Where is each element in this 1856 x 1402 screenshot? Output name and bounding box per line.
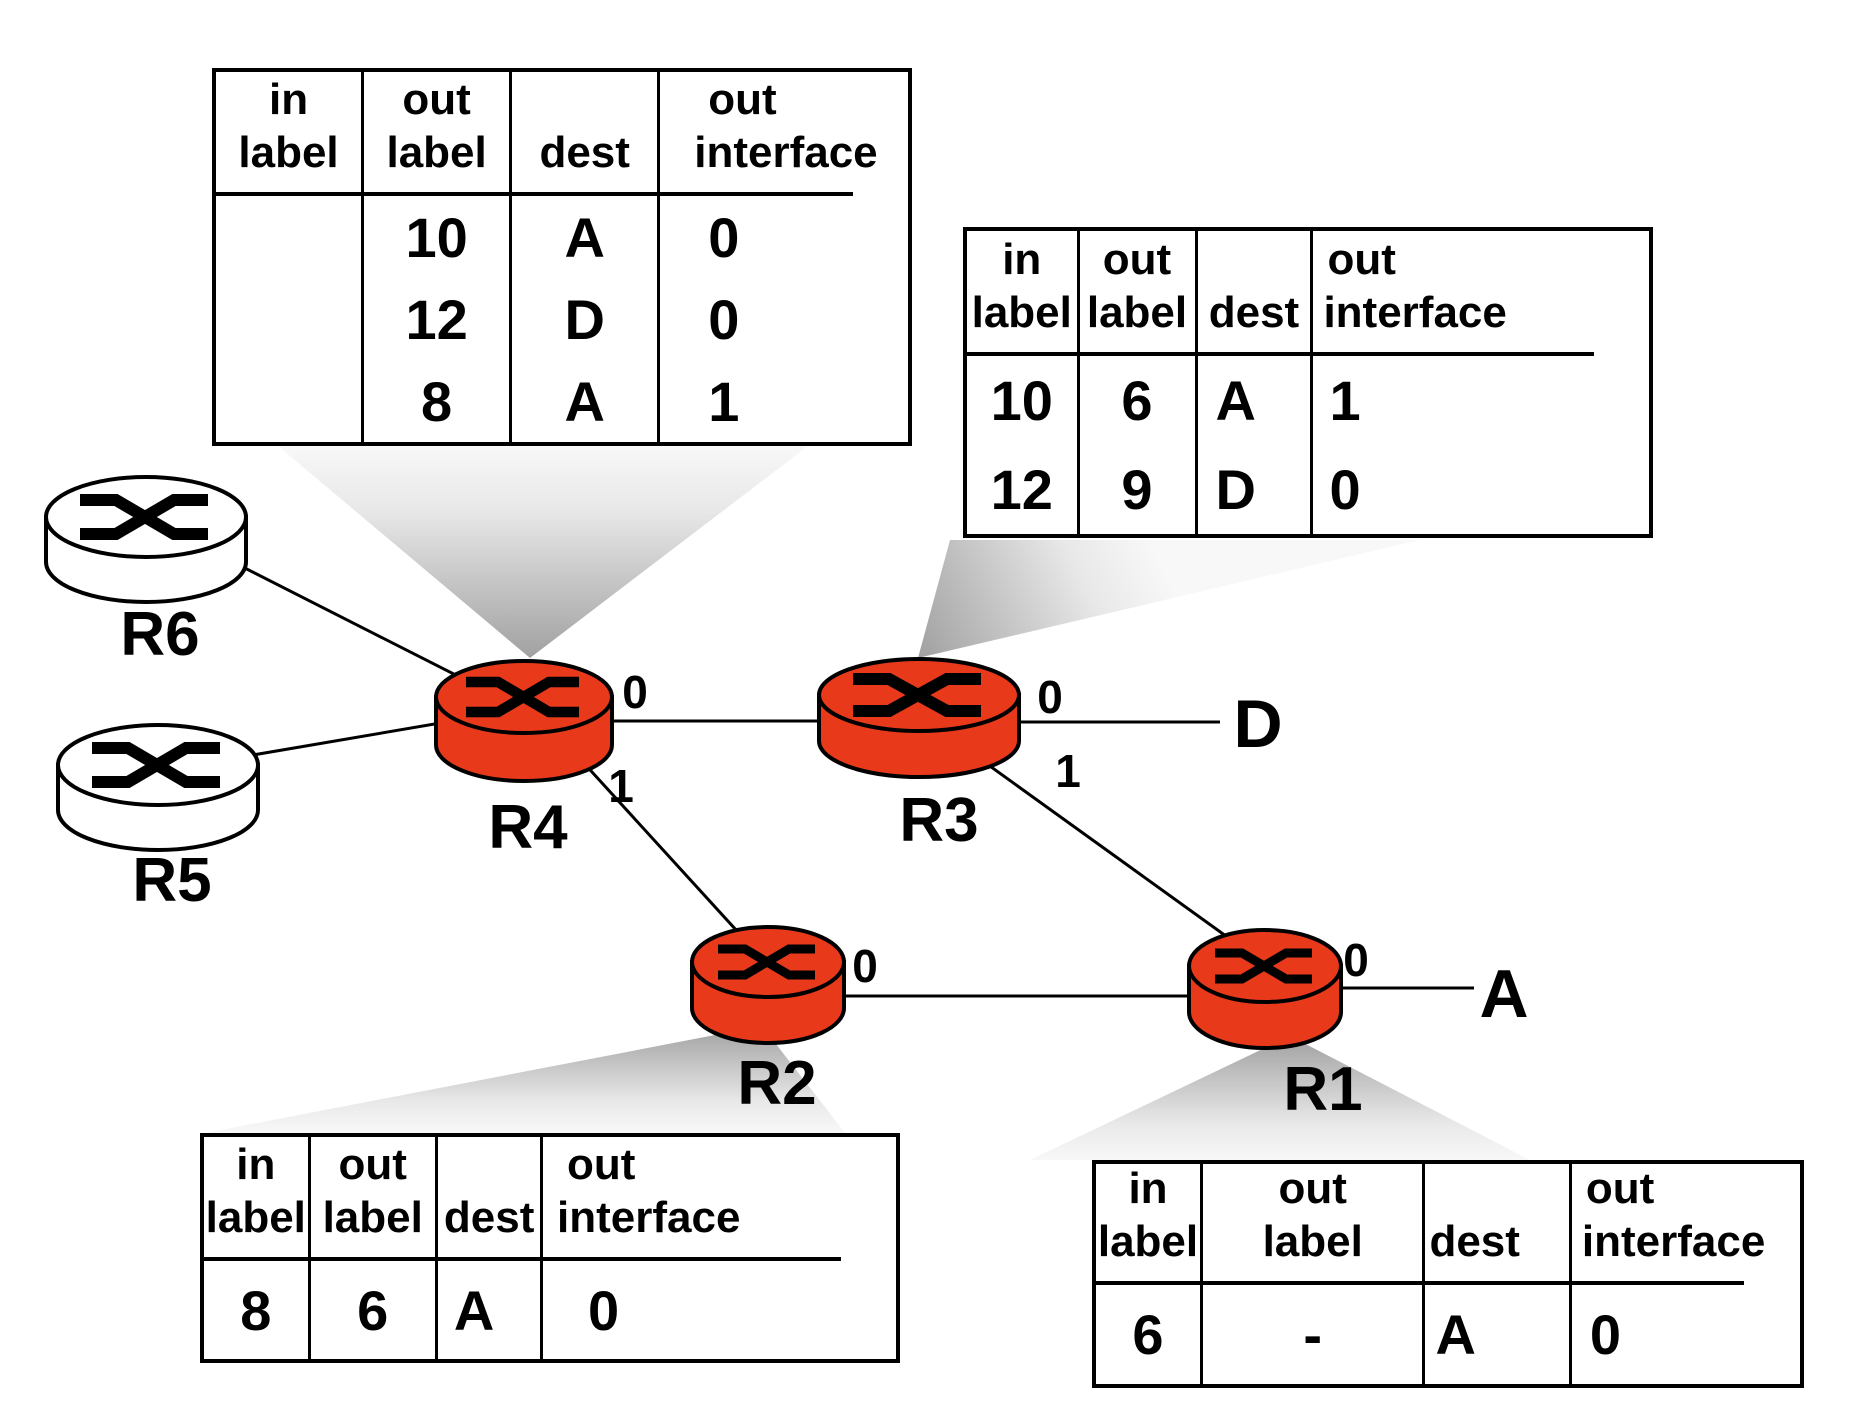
iface-label-r3-1: 1 xyxy=(1055,745,1081,797)
cell-in-label xyxy=(216,278,365,360)
router-label-r6: R6 xyxy=(120,600,200,669)
cell-dest: D xyxy=(512,278,661,360)
header-out-interface: out interface xyxy=(1323,234,1507,338)
table-row: 12 9 D 0 xyxy=(967,445,1649,534)
cell-out-interface: 0 xyxy=(588,1278,620,1342)
header-out-label: out label xyxy=(1080,231,1198,352)
router-r4-icon xyxy=(434,659,614,783)
iface-label-r4-0: 0 xyxy=(622,666,648,718)
cell-in-label: 6 xyxy=(1096,1285,1203,1384)
header-in-label: in label xyxy=(967,231,1080,352)
cell-out-interface: 0 xyxy=(1589,1303,1622,1366)
forwarding-table-r4: in label out label dest out interface 10… xyxy=(212,68,912,446)
iface-label-r4-1: 1 xyxy=(608,760,634,812)
header-in-label: in label xyxy=(216,72,365,192)
forwarding-table-r3: in label out label dest out interface 10… xyxy=(963,227,1653,538)
forwarding-table-r1: in label out label dest out interface 6 … xyxy=(1092,1160,1804,1388)
header-out-label: out label xyxy=(1203,1164,1426,1281)
cell-dest: A xyxy=(1425,1285,1572,1384)
cell-out-label: 12 xyxy=(364,278,513,360)
callout-wedge-r4 xyxy=(278,446,808,658)
cell-in-label xyxy=(216,360,365,442)
cell-in-label: 10 xyxy=(967,356,1080,445)
cell-dest: A xyxy=(512,196,661,278)
cell-in-label: 12 xyxy=(967,445,1080,534)
header-underline xyxy=(967,352,1595,356)
cell-out-interface: 1 xyxy=(1329,369,1361,432)
table-body: 8 6 A 0 xyxy=(204,1261,896,1359)
callout-wedge-r3 xyxy=(918,540,1420,658)
iface-label-r3-0: 0 xyxy=(1037,671,1063,723)
cell-dest: A xyxy=(438,1261,544,1359)
cell-out-interface: 1 xyxy=(708,369,740,433)
header-in-label: in label xyxy=(1096,1164,1203,1281)
header-dest: dest xyxy=(438,1137,544,1257)
table-header-row: in label out label dest out interface xyxy=(1096,1164,1800,1281)
callout-wedge-r2 xyxy=(205,1026,845,1133)
header-out-interface: out interface xyxy=(694,74,878,178)
table-header-row: in label out label dest out interface xyxy=(967,231,1649,352)
cell-dest: A xyxy=(1198,356,1314,445)
iface-label-r1-0: 0 xyxy=(1343,934,1369,986)
cell-out-label: 10 xyxy=(364,196,513,278)
header-underline xyxy=(204,1257,841,1261)
table-header-row: in label out label dest out interface xyxy=(204,1137,896,1257)
router-label-r1: R1 xyxy=(1283,1055,1363,1124)
table-row: 8 6 A 0 xyxy=(204,1261,896,1359)
header-out-label: out label xyxy=(364,72,513,192)
table-body: 10 6 A 1 12 9 D 0 xyxy=(967,356,1649,534)
header-dest: dest xyxy=(512,72,661,192)
router-label-r2: R2 xyxy=(737,1049,817,1118)
table-body: 6 - A 0 xyxy=(1096,1285,1800,1384)
router-label-r4: R4 xyxy=(488,793,568,862)
cell-in-label xyxy=(216,196,365,278)
router-label-r5: R5 xyxy=(132,846,212,915)
cell-out-interface: 0 xyxy=(708,205,740,269)
table-row: 12 D 0 xyxy=(216,278,908,360)
cell-out-label: 8 xyxy=(364,360,513,442)
table-row: 10 A 0 xyxy=(216,196,908,278)
destination-label-a: A xyxy=(1479,956,1529,1032)
table-row: 10 6 A 1 xyxy=(967,356,1649,445)
table-header-row: in label out label dest out interface xyxy=(216,72,908,192)
table-row: 6 - A 0 xyxy=(1096,1285,1800,1384)
cell-out-label: - xyxy=(1203,1285,1426,1384)
header-underline xyxy=(216,192,853,196)
router-r2-icon xyxy=(690,925,846,1045)
destination-label-d: D xyxy=(1233,686,1283,762)
router-label-r3: R3 xyxy=(899,786,979,855)
table-row: 8 A 1 xyxy=(216,360,908,442)
cell-dest: A xyxy=(512,360,661,442)
cell-out-interface: 0 xyxy=(708,287,740,351)
header-underline xyxy=(1096,1281,1744,1285)
router-r1-icon xyxy=(1187,928,1343,1050)
forwarding-table-r2: in label out label dest out interface 8 … xyxy=(200,1133,900,1363)
callout-wedge-r1 xyxy=(1030,1036,1530,1160)
table-body: 10 A 0 12 D 0 8 A 1 xyxy=(216,196,908,442)
cell-out-label: 6 xyxy=(311,1261,438,1359)
header-dest: dest xyxy=(1198,231,1314,352)
cell-dest: D xyxy=(1198,445,1314,534)
header-dest: dest xyxy=(1425,1164,1572,1281)
cell-out-label: 6 xyxy=(1080,356,1198,445)
router-r6-icon xyxy=(44,475,248,604)
header-out-interface: out interface xyxy=(1581,1164,1766,1267)
header-in-label: in label xyxy=(204,1137,311,1257)
iface-label-r2-0: 0 xyxy=(852,940,878,992)
router-r3-icon xyxy=(817,657,1021,779)
cell-out-interface: 0 xyxy=(1329,458,1361,521)
header-out-interface: out interface xyxy=(557,1139,741,1243)
cell-in-label: 8 xyxy=(204,1261,311,1359)
header-out-label: out label xyxy=(311,1137,438,1257)
router-r5-icon xyxy=(56,723,260,852)
cell-out-label: 9 xyxy=(1080,445,1198,534)
